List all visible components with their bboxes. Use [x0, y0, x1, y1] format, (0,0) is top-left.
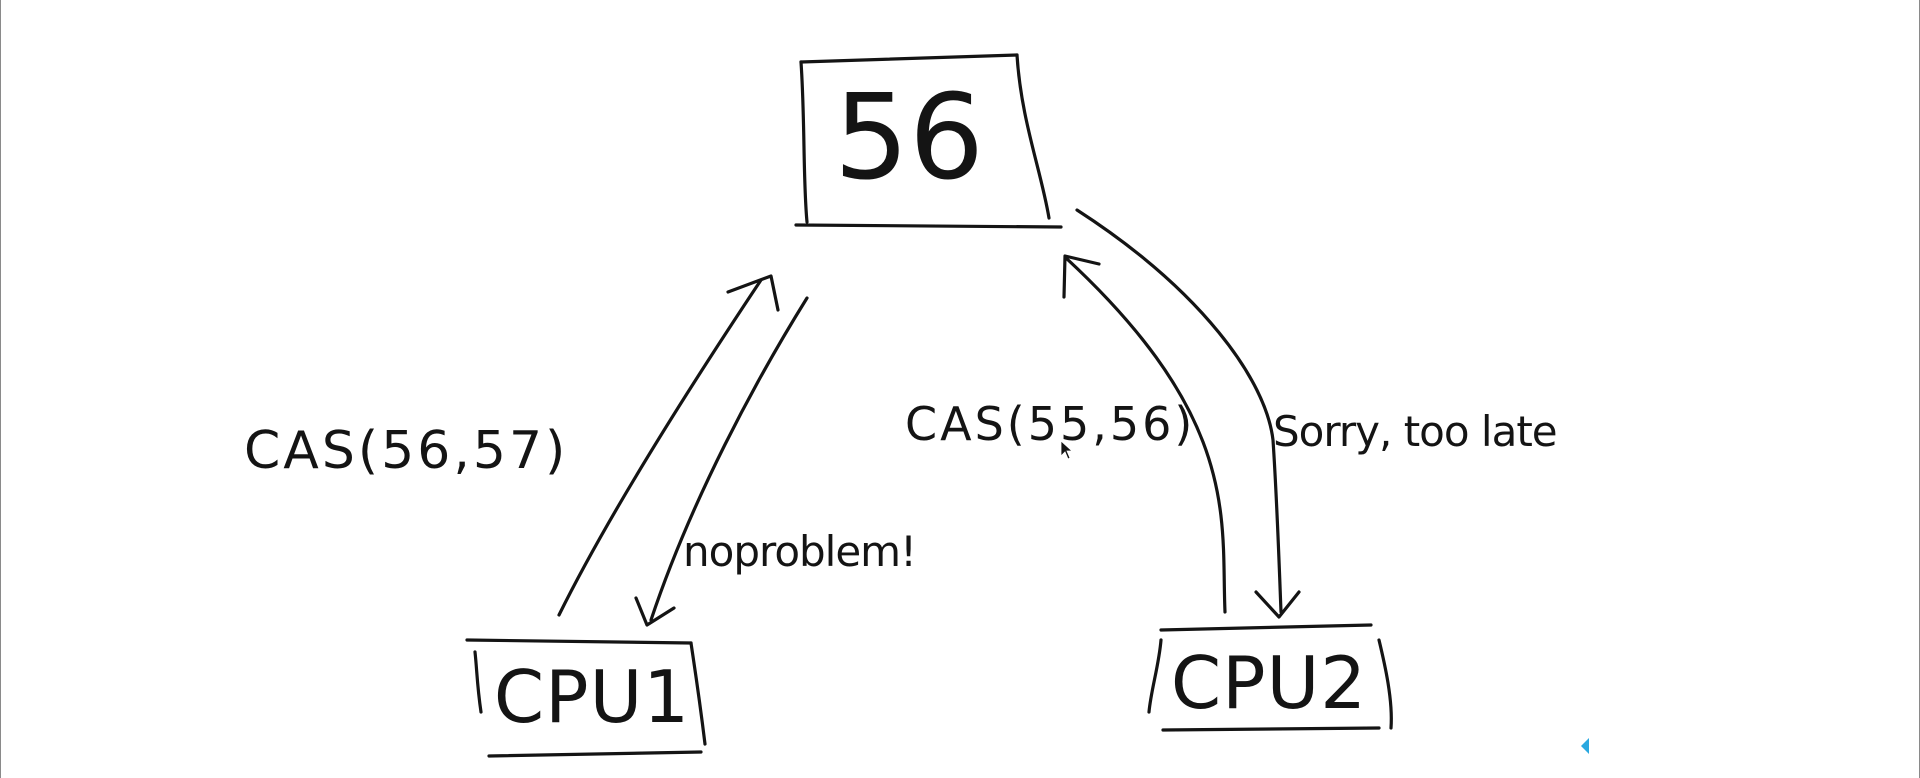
cpu1-box: CPU1: [465, 638, 707, 758]
cpu2-box: CPU2: [1147, 623, 1393, 732]
cpu2-response-label: Sorry, too late: [1273, 407, 1557, 456]
cpu2-request-label: CAS(55,56): [905, 397, 1195, 451]
memory-value: 56: [834, 68, 984, 206]
cpu1-request-arrow: [557, 274, 780, 617]
mouse-pointer-icon: [1060, 440, 1074, 460]
cpu2-label: CPU2: [1171, 641, 1367, 725]
cpu2-request-arrow: [1062, 254, 1227, 614]
cpu1-label: CPU1: [494, 655, 690, 739]
cpu2-response-arrow: [1075, 208, 1301, 619]
cpu1-request-label: CAS(56,57): [244, 421, 568, 481]
memory-box: 56: [794, 53, 1063, 229]
cpu1-response-arrow: [634, 296, 809, 627]
cpu1-response-label: noproblem!: [683, 527, 916, 576]
play-marker-icon[interactable]: [1581, 738, 1589, 754]
